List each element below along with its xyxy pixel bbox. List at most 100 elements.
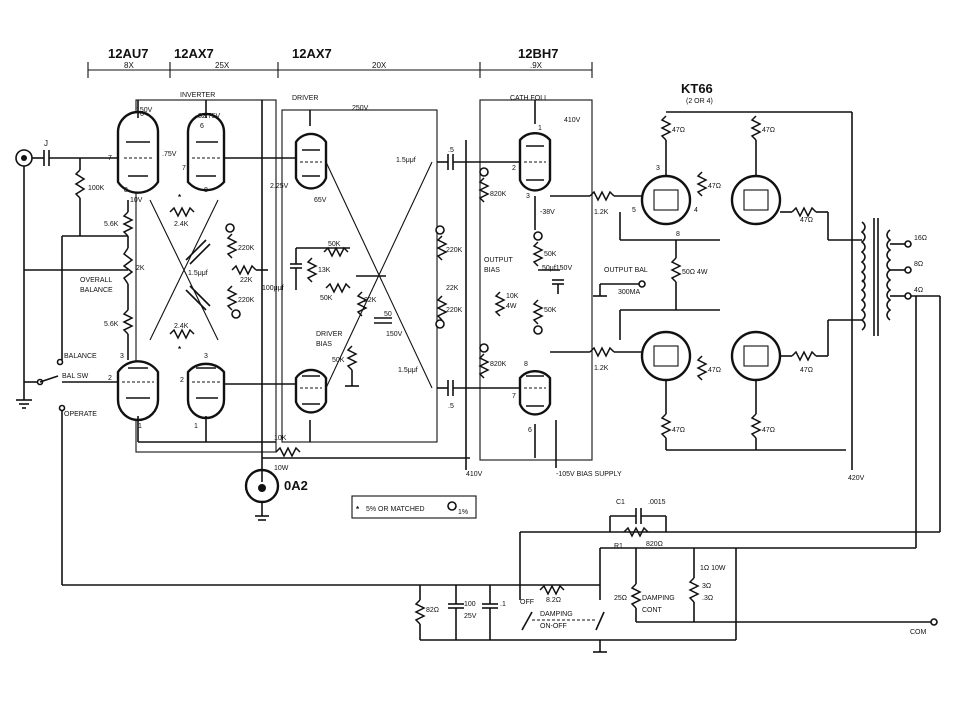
pot-50k [325,282,351,294]
resistor-50k [532,241,544,267]
resistor-value: 220K [238,245,255,252]
output-stage: 3 5 4 8 47Ω 47Ω 47Ω 47Ω OUTPUT BAL 50Ω 4… [593,111,941,548]
resistor-value: 50Ω 4W [682,269,708,276]
resistor-value: 820K [490,191,507,198]
pin: 6 [200,123,204,130]
resistor-2.4k [169,328,195,340]
damping-switch-blade[interactable] [521,611,533,631]
tube-12ax7-bottom [186,362,226,420]
tap-label: 16Ω [914,235,927,242]
tube-label-12ax7-inverter: 12AX7 [174,46,214,61]
transformer-secondary [886,229,892,321]
resistor-value: 2.4K [174,323,189,330]
cross-wire [325,161,433,389]
resistor-47 [791,350,817,362]
resistor-820k [478,177,490,203]
bal-sw-blade[interactable] [39,375,59,383]
resistor-5.6k [122,309,134,335]
tube-kt66-3 [640,330,692,382]
test-point [435,225,445,235]
tap-label: 8Ω [914,261,923,268]
pin: 8 [204,187,208,194]
pot-50k-driver-bias [346,345,358,371]
note-symbol-text: 1% [458,509,468,516]
regulator: 0A2 10K 10W [244,100,470,521]
damping-switch-blade[interactable] [595,611,605,631]
resistor-value: 5.6K [104,221,119,228]
cap-label: C1 [616,499,625,506]
input-stage: J 100K [15,139,128,409]
input-jack-pin [21,155,27,161]
resistor-2.4k [169,206,195,218]
pot-50-output-bal [670,257,682,283]
capacitor-value: 1.5μμf [398,367,418,374]
res-value: .3Ω [702,595,713,602]
resistor-value: 100K [88,185,105,192]
cross-wire [149,199,219,341]
gain-label: .9X [530,61,543,70]
voltage-label: 410V [564,117,581,124]
pin: 8 [524,361,528,368]
resistor-47 [660,413,672,439]
tube-12ax7-top [186,112,226,192]
driver-label: DRIVER [292,95,318,102]
inverter-label: INVERTER [180,92,215,99]
capacitor-value: 100μμf [262,285,284,292]
tap-16 [904,240,912,248]
capacitor-value: 1.5μμf [396,157,416,164]
resistor-value: 220K [446,247,463,254]
pin: 7 [108,155,112,162]
resistor-8.2 [539,584,565,596]
resistor-value: 50K [328,241,341,248]
resistor-value: 4W [506,303,517,310]
resistor-value: 5.6K [104,321,119,328]
pin: 2 [108,375,112,382]
cap-value: .1 [500,601,506,608]
tube-electrodes [743,189,769,211]
tube-label-12ax7-driver: 12AX7 [292,46,332,61]
tube-electrodes [653,345,679,367]
pot-10k-output-bias [494,291,506,317]
res-value: 820Ω [646,541,663,548]
resistor-value: 820K [490,361,507,368]
capacitor-value: 1.5μμf [188,270,208,277]
resistor-value: 220K [446,307,463,314]
bias-supply-label: -105V BIAS SUPPLY [556,471,622,478]
resistor-1.2k [589,346,615,358]
voltage-label: .75V [162,151,177,158]
driver-section-box [281,109,438,443]
capacitor-value: .5 [448,403,454,410]
test-point [479,167,489,177]
capacitor-value: 50μf150V [542,265,572,272]
capacitor [189,285,211,307]
damping-cont-label: DAMPING [642,595,675,602]
inverter-stage: 6 7 8 150V 10V 82.75V 6 .75V 7 8 5.6K 2K… [36,100,420,586]
note-box [351,495,477,519]
resistor-value: 22K [364,297,377,304]
gain-label: 25X [215,61,230,70]
resistor-value: 22K [446,285,459,292]
resistor-value: 2K [136,265,145,272]
tube-12au7-top [116,110,160,194]
note-asterisk: * [356,505,360,514]
resistor-820 [623,526,649,538]
pin: 1 [538,125,542,132]
note-text: 5% OR MATCHED [366,506,425,513]
res-value: 82Ω [426,607,439,614]
pin: 6 [528,427,532,434]
test-point [533,231,543,241]
resistor-value: 10W [274,465,289,472]
resistor-value: 47Ω [672,427,685,434]
resistor-value: 47Ω [762,127,775,134]
resistor-22k [231,264,257,276]
cap-value: .0015 [648,499,666,506]
overall-balance-label: BALANCE [80,287,113,294]
pin: 5 [632,207,636,214]
resistor-value: 22K [240,277,253,284]
capacitor-value: .5 [448,147,454,154]
pin: 8 [124,187,128,194]
output-bal-label: OUTPUT BAL [604,267,648,274]
cathfoll-label: CATH FOLL [510,95,548,102]
resistor-value: 47Ω [708,367,721,374]
pin: 3 [526,193,530,200]
